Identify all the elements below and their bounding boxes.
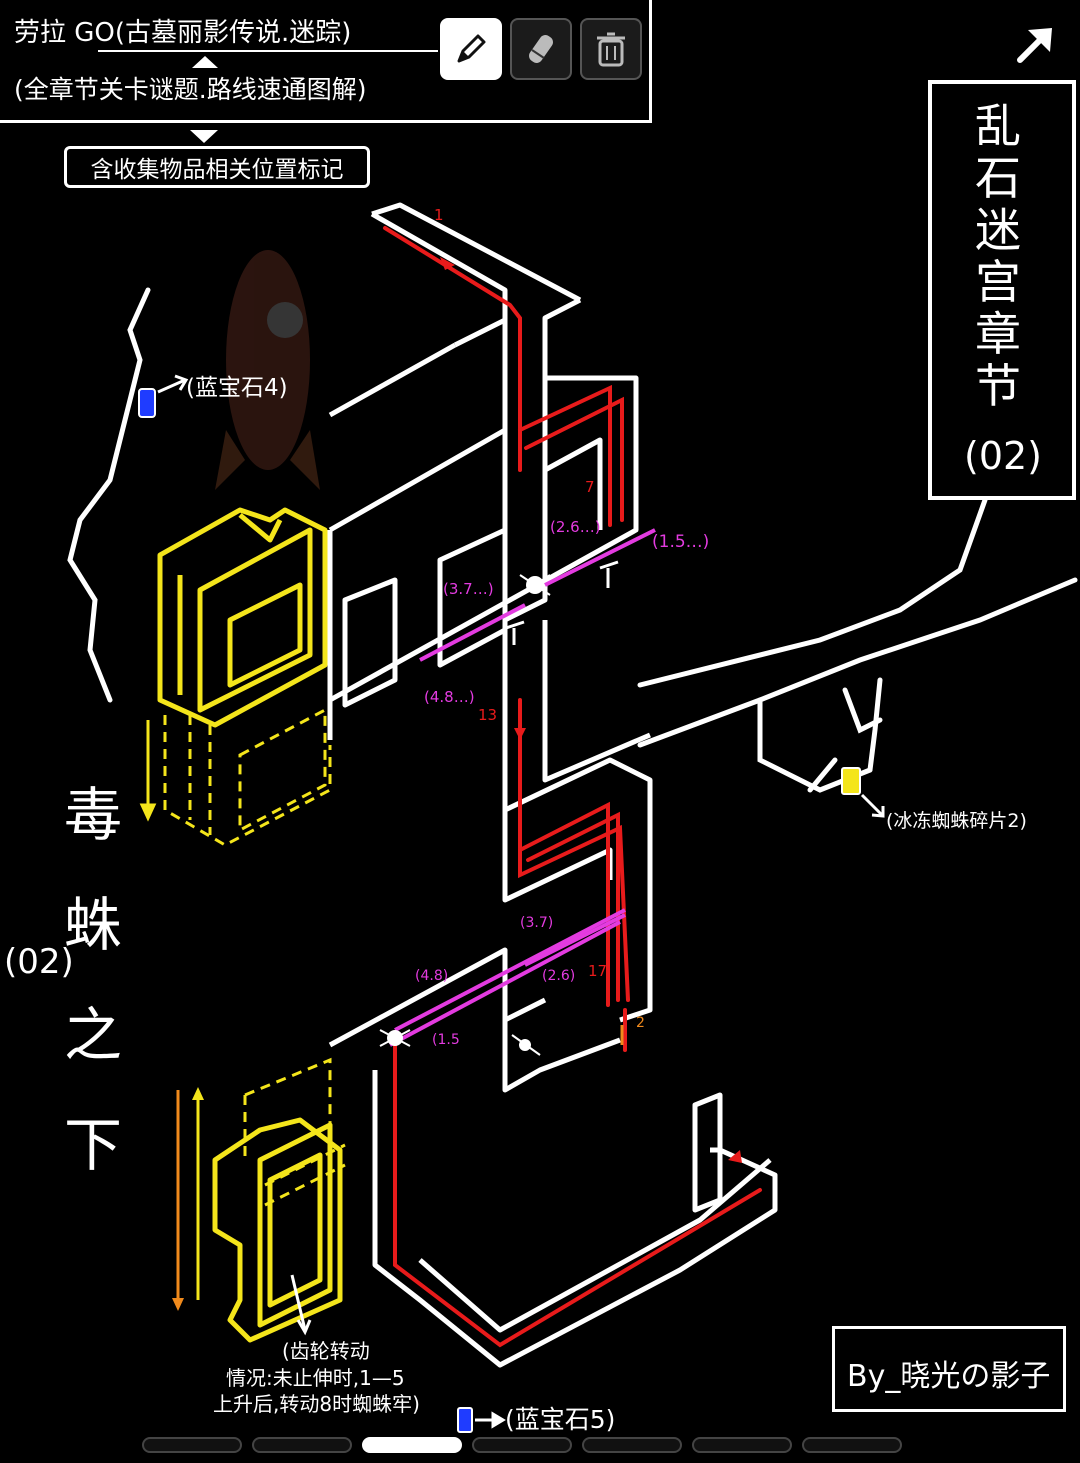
pressure-label: (2.6) — [542, 968, 576, 984]
pressure-label: (4.8) — [415, 968, 449, 984]
gem4-marker — [138, 388, 156, 418]
page-dot[interactable] — [582, 1437, 682, 1453]
gem5-label: (蓝宝石5) — [505, 1405, 616, 1434]
eraser-tool-button[interactable] — [510, 18, 572, 80]
subtitle-box: 含收集物品相关位置标记 — [64, 146, 370, 188]
route-label: 17 — [588, 962, 608, 980]
pressure-route — [389, 528, 656, 1047]
pressure-label: (2.6…) — [550, 518, 601, 536]
chapter-number: (02) — [964, 434, 1043, 478]
chapter-name: 乱石迷宫章节 — [975, 99, 1021, 413]
delete-tool-button[interactable] — [580, 18, 642, 80]
page-title: 劳拉 GO(古墓丽影传说.迷踪) — [14, 18, 352, 48]
pressure-label: (4.8…) — [424, 688, 475, 706]
title-frame — [0, 0, 652, 123]
eraser-icon — [529, 35, 553, 63]
yellow-block-bottom — [212, 1117, 343, 1343]
rocket-background — [215, 250, 320, 490]
route-label: 2 — [636, 1015, 645, 1031]
pen-tool-button[interactable] — [440, 18, 502, 80]
route-label: 13 — [478, 706, 498, 724]
credit-box: By_晓光の影子 — [832, 1326, 1066, 1412]
gear-note-line2: 情况:未止伸时,1—5 — [226, 1366, 405, 1390]
route-path — [383, 226, 762, 1348]
level-name: 毒蛛之下 — [64, 781, 123, 1179]
credit-text: By_晓光の影子 — [847, 1359, 1051, 1394]
arrow-gear-note — [290, 1274, 312, 1336]
page-subtitle-line: (全章节关卡谜题.路线速通图解) — [14, 75, 367, 104]
expand-button[interactable] — [1010, 22, 1058, 70]
arrow-gem5 — [475, 1411, 506, 1429]
fragment2-marker — [841, 767, 861, 795]
page-dot-current[interactable] — [362, 1437, 462, 1453]
caret-up-icon — [192, 56, 218, 68]
arrow-gem4 — [157, 374, 189, 394]
yellow-block-bottom-ghost — [243, 1057, 346, 1207]
spider-icon — [379, 574, 551, 1056]
route-label: 7 — [585, 478, 595, 496]
yellow-block-top — [157, 507, 328, 728]
page-dot[interactable] — [252, 1437, 352, 1453]
arrow-fragment2 — [860, 793, 885, 818]
pressure-label: (1.5 — [432, 1032, 460, 1048]
gem4-label: (蓝宝石4) — [186, 375, 288, 401]
title-underline — [98, 50, 438, 52]
level-number: (02) — [4, 942, 74, 982]
pen-icon — [457, 34, 486, 63]
trash-icon — [597, 32, 625, 67]
subtitle-text: 含收集物品相关位置标记 — [90, 157, 344, 183]
cave-wall-left — [67, 287, 151, 703]
pressure-label: (3.7…) — [443, 580, 494, 598]
page-dot[interactable] — [472, 1437, 572, 1453]
page-dot[interactable] — [802, 1437, 902, 1453]
yellow-arrow-down — [139, 720, 157, 822]
caret-down-icon — [190, 130, 218, 143]
gem5-marker — [457, 1407, 473, 1433]
cave-wall-right — [637, 497, 1078, 793]
route-label: 1 — [434, 206, 444, 224]
yellow-block-top-ghost — [163, 707, 332, 847]
page-dot[interactable] — [142, 1437, 242, 1453]
pressure-label: (3.7) — [520, 915, 554, 931]
gear-note-line3: 上升后,转动8时蜘蛛牢) — [213, 1392, 420, 1416]
lever-markers — [505, 560, 624, 1045]
arrow-up-right-icon — [1017, 28, 1052, 63]
fragment2-label: (冰冻蜘蛛碎片2) — [886, 810, 1027, 832]
page-dot[interactable] — [692, 1437, 792, 1453]
route-arrows — [440, 257, 742, 1163]
pressure-label: (1.5…) — [652, 532, 710, 552]
vertical-arrows-bottom — [172, 1087, 204, 1311]
chapter-box: 乱石迷宫章节 (02) — [928, 80, 1076, 500]
gear-note-line1: (齿轮转动 — [282, 1339, 370, 1363]
